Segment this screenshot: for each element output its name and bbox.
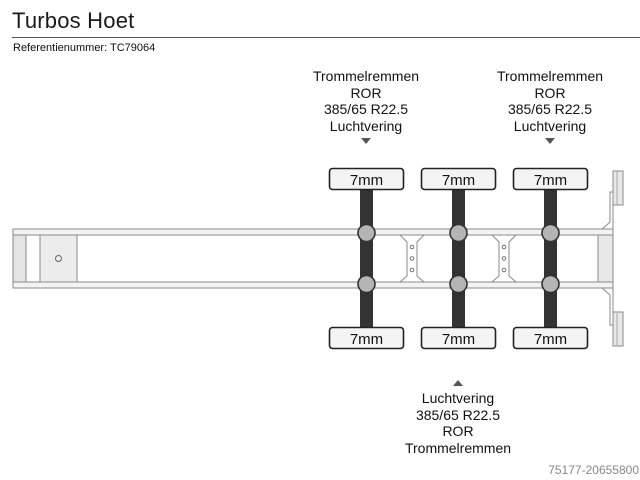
axle-2: 7mm 7mm <box>420 167 497 350</box>
front-bumper <box>12 234 27 283</box>
tire-tread-depth: 7mm <box>442 172 475 189</box>
rear-light-bottom <box>601 287 624 347</box>
axle-hub-top <box>541 223 560 243</box>
spec-brake-type: Trommelremmen <box>404 439 512 456</box>
axle-hub-bottom <box>357 274 376 294</box>
frame-bottom-rail <box>12 281 614 289</box>
tire-tread-depth: 7mm <box>534 331 567 348</box>
tire-bottom <box>328 326 405 350</box>
cross-member-1 <box>399 234 425 283</box>
axle-shaft <box>360 190 373 327</box>
spec-manufacturer: ROR <box>534 84 566 101</box>
spec-brake-type: Trommelremmen <box>312 68 420 84</box>
tire-top <box>512 167 589 191</box>
listing-code: 75177-20655800 <box>548 463 639 477</box>
axle-hub-top <box>357 223 376 243</box>
kingpin-plate <box>39 234 78 283</box>
arrow-up-icon <box>453 380 463 386</box>
spec-suspension: Luchtvering <box>421 390 495 406</box>
tire-bottom <box>420 326 497 350</box>
page-title: Turbos Hoet <box>12 8 135 33</box>
rear-bumper <box>597 234 614 283</box>
title-divider <box>12 37 640 38</box>
reference-number: Referentienummer: TC79064 <box>13 42 156 54</box>
spec-manufacturer: ROR <box>442 423 474 439</box>
chassis-frame <box>12 228 614 289</box>
tire-tread-depth: 7mm <box>442 331 475 348</box>
spec-tire-size: 385/65 R22.5 <box>323 101 409 117</box>
spec-suspension: Luchtvering <box>329 117 403 134</box>
kingpin-icon <box>55 255 62 262</box>
spec-tire-size: 385/65 R22.5 <box>415 406 501 423</box>
tire-tread-depth: 7mm <box>350 331 383 348</box>
cross-member-2 <box>491 234 517 283</box>
tire-tread-depth: 7mm <box>534 172 567 189</box>
axle-shaft <box>544 190 557 327</box>
tire-bottom <box>512 326 589 350</box>
axle-hub-top <box>449 223 468 243</box>
spec-brake-type: Trommelremmen <box>496 68 604 84</box>
spec-suspension: Luchtvering <box>513 117 587 134</box>
top-spec-label-axle-1: Trommelremmen ROR 385/65 R22.5 Luchtveri… <box>300 68 432 134</box>
tire-top <box>420 167 497 191</box>
tire-top <box>328 167 405 191</box>
axle-shaft <box>452 190 465 327</box>
axle-hub-bottom <box>449 274 468 294</box>
bottom-spec-label-axle-2: Luchtvering 385/65 R22.5 ROR Trommelremm… <box>392 390 524 456</box>
arrow-down-icon <box>545 138 555 144</box>
top-spec-label-axle-3: Trommelremmen ROR 385/65 R22.5 Luchtveri… <box>484 68 616 134</box>
spec-manufacturer: ROR <box>350 84 382 101</box>
axle-1: 7mm 7mm <box>328 167 405 350</box>
spec-tire-size: 385/65 R22.5 <box>507 101 593 117</box>
axle-hub-bottom <box>541 274 560 294</box>
arrow-down-icon <box>361 138 371 144</box>
axle-3: 7mm 7mm <box>512 167 589 350</box>
tire-tread-depth: 7mm <box>350 172 383 189</box>
rear-light-top <box>601 170 624 230</box>
frame-top-rail <box>12 228 614 236</box>
